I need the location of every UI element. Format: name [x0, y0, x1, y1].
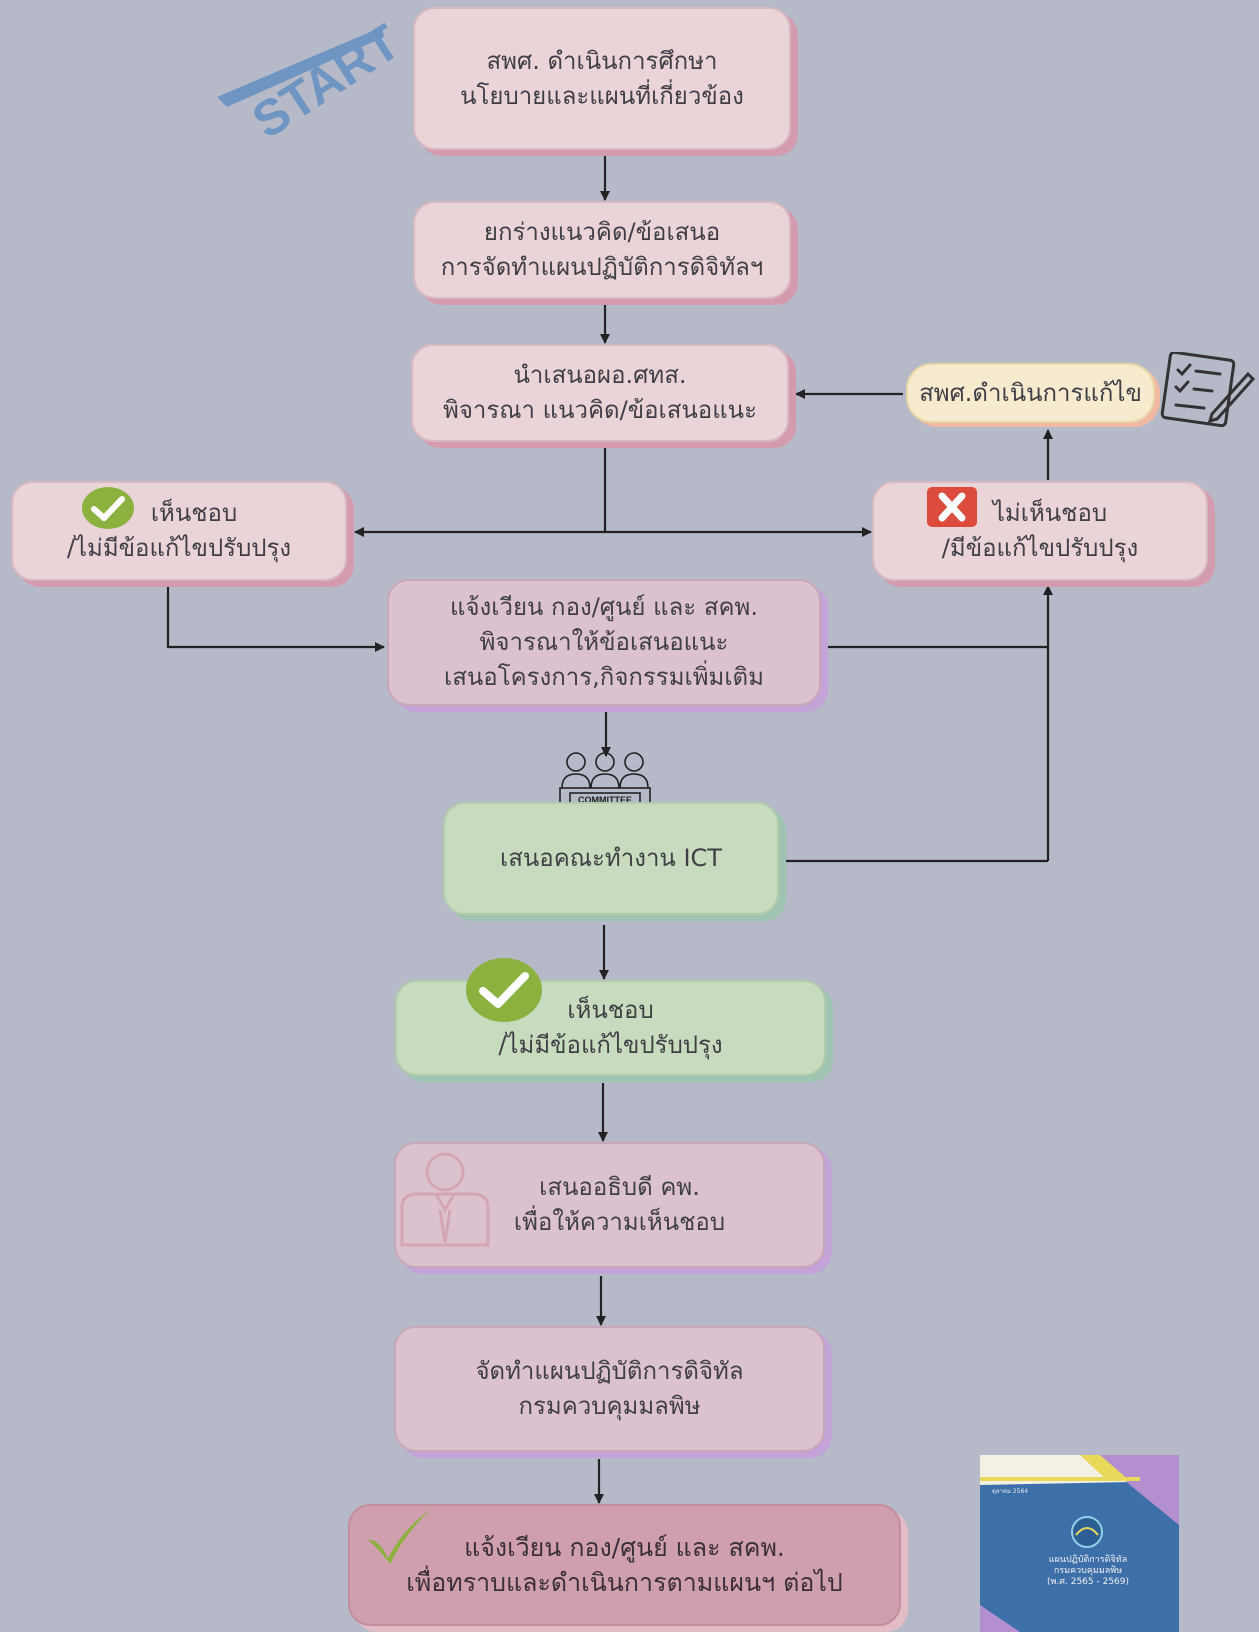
person-icon: [400, 1152, 490, 1247]
check-icon-ict: [466, 958, 542, 1022]
node-approve-ict: เห็นชอบ /ไม่มีข้อแก้ไขปรับปรุง: [395, 980, 826, 1076]
node-circulate-line3: เสนอโครงการ,กิจกรรมเพิ่มเติม: [444, 663, 764, 691]
node-draft-line2: การจัดทำแผนปฏิบัติการดิจิทัลฯ: [440, 253, 764, 281]
node-draft: ยกร่างแนวคิด/ข้อเสนอ การจัดทำแผนปฏิบัติก…: [413, 201, 791, 299]
node-approve-ict-line1: เห็นชอบ: [567, 996, 654, 1024]
node-reject-line1: ไม่เห็นชอบ: [992, 499, 1108, 527]
check-icon-left: [82, 487, 134, 529]
node-fix: สพศ.ดำเนินการแก้ไข: [906, 363, 1155, 423]
node-present: นำเสนอผอ.ศทส. พิจารณา แนวคิด/ข้อเสนอแนะ: [411, 344, 789, 442]
node-circulate-line2: พิจารณาให้ข้อเสนอแนะ: [479, 628, 729, 656]
node-approve-ict-line2: /ไม่มีข้อแก้ไขปรับปรุง: [498, 1031, 723, 1059]
node-plan-line1: จัดทำแผนปฏิบัติการดิจิทัล: [475, 1357, 744, 1385]
node-final: แจ้งเวียน กอง/ศูนย์ และ สคพ. เพื่อทราบแล…: [348, 1504, 901, 1626]
checklist-pen-icon: [1160, 350, 1256, 428]
node-ict-label: เสนอคณะทำงาน ICT: [500, 844, 722, 872]
book-title-line1: แผนปฏิบัติการดิจิทัล: [1049, 1554, 1127, 1565]
node-study-line2: นโยบายและแผนที่เกี่ยวข้อง: [460, 81, 744, 110]
node-final-line2: เพื่อทราบและดำเนินการตามแผนฯ ต่อไป: [406, 1568, 843, 1597]
node-approve-left: เห็นชอบ /ไม่มีข้อแก้ไขปรับปรุง: [11, 481, 347, 581]
node-approve-left-line1: เห็นชอบ: [150, 499, 238, 527]
node-present-line2: พิจารณา แนวคิด/ข้อเสนอแนะ: [443, 396, 757, 424]
cross-icon: [927, 487, 977, 527]
node-study-line1: สพศ. ดำเนินการศึกษา: [486, 46, 718, 75]
committee-label: COMMITTEE: [578, 795, 632, 805]
arrow-approve-circulate: [166, 586, 385, 652]
node-plan-line2: กรมควบคุมมลพิษ: [518, 1392, 701, 1420]
checkmark-icon-final: [366, 1508, 432, 1564]
book-header: ตุลาคม 2564: [992, 1488, 1028, 1495]
node-plan: จัดทำแผนปฏิบัติการดิจิทัล กรมควบคุมมลพิษ: [394, 1326, 825, 1452]
node-present-line1: นำเสนอผอ.ศทส.: [513, 361, 687, 389]
node-study: สพศ. ดำเนินการศึกษา นโยบายและแผนที่เกี่ย…: [413, 7, 791, 150]
node-director-line2: เพื่อให้ความเห็นชอบ: [513, 1208, 726, 1236]
node-approve-left-line2: /ไม่มีข้อแก้ไขปรับปรุง: [66, 534, 292, 562]
node-reject: ไม่เห็นชอบ /มีข้อแก้ไขปรับปรุง: [872, 481, 1208, 581]
start-banner: START: [212, 14, 412, 149]
book-title-line3: (พ.ศ. 2565 - 2569): [1047, 1577, 1129, 1587]
node-circulate: แจ้งเวียน กอง/ศูนย์ และ สคพ. พิจารณาให้ข…: [387, 579, 821, 706]
plan-book-cover: ตุลาคม 2564 แผนปฏิบัติการดิจิทัล กรมควบค…: [980, 1455, 1179, 1632]
node-ict: เสนอคณะทำงาน ICT: [443, 802, 779, 915]
node-draft-line1: ยกร่างแนวคิด/ข้อเสนอ: [483, 218, 721, 246]
node-fix-label: สพศ.ดำเนินการแก้ไข: [919, 378, 1142, 407]
node-reject-line2: /มีข้อแก้ไขปรับปรุง: [941, 534, 1139, 562]
node-final-line1: แจ้งเวียน กอง/ศูนย์ และ สคพ.: [464, 1533, 785, 1562]
book-title-line2: กรมควบคุมมลพิษ: [1054, 1565, 1122, 1576]
node-circulate-line1: แจ้งเวียน กอง/ศูนย์ และ สคพ.: [450, 593, 758, 621]
node-director: เสนออธิบดี คพ. เพื่อให้ความเห็นชอบ: [394, 1142, 825, 1268]
node-director-line1: เสนออธิบดี คพ.: [539, 1173, 700, 1201]
